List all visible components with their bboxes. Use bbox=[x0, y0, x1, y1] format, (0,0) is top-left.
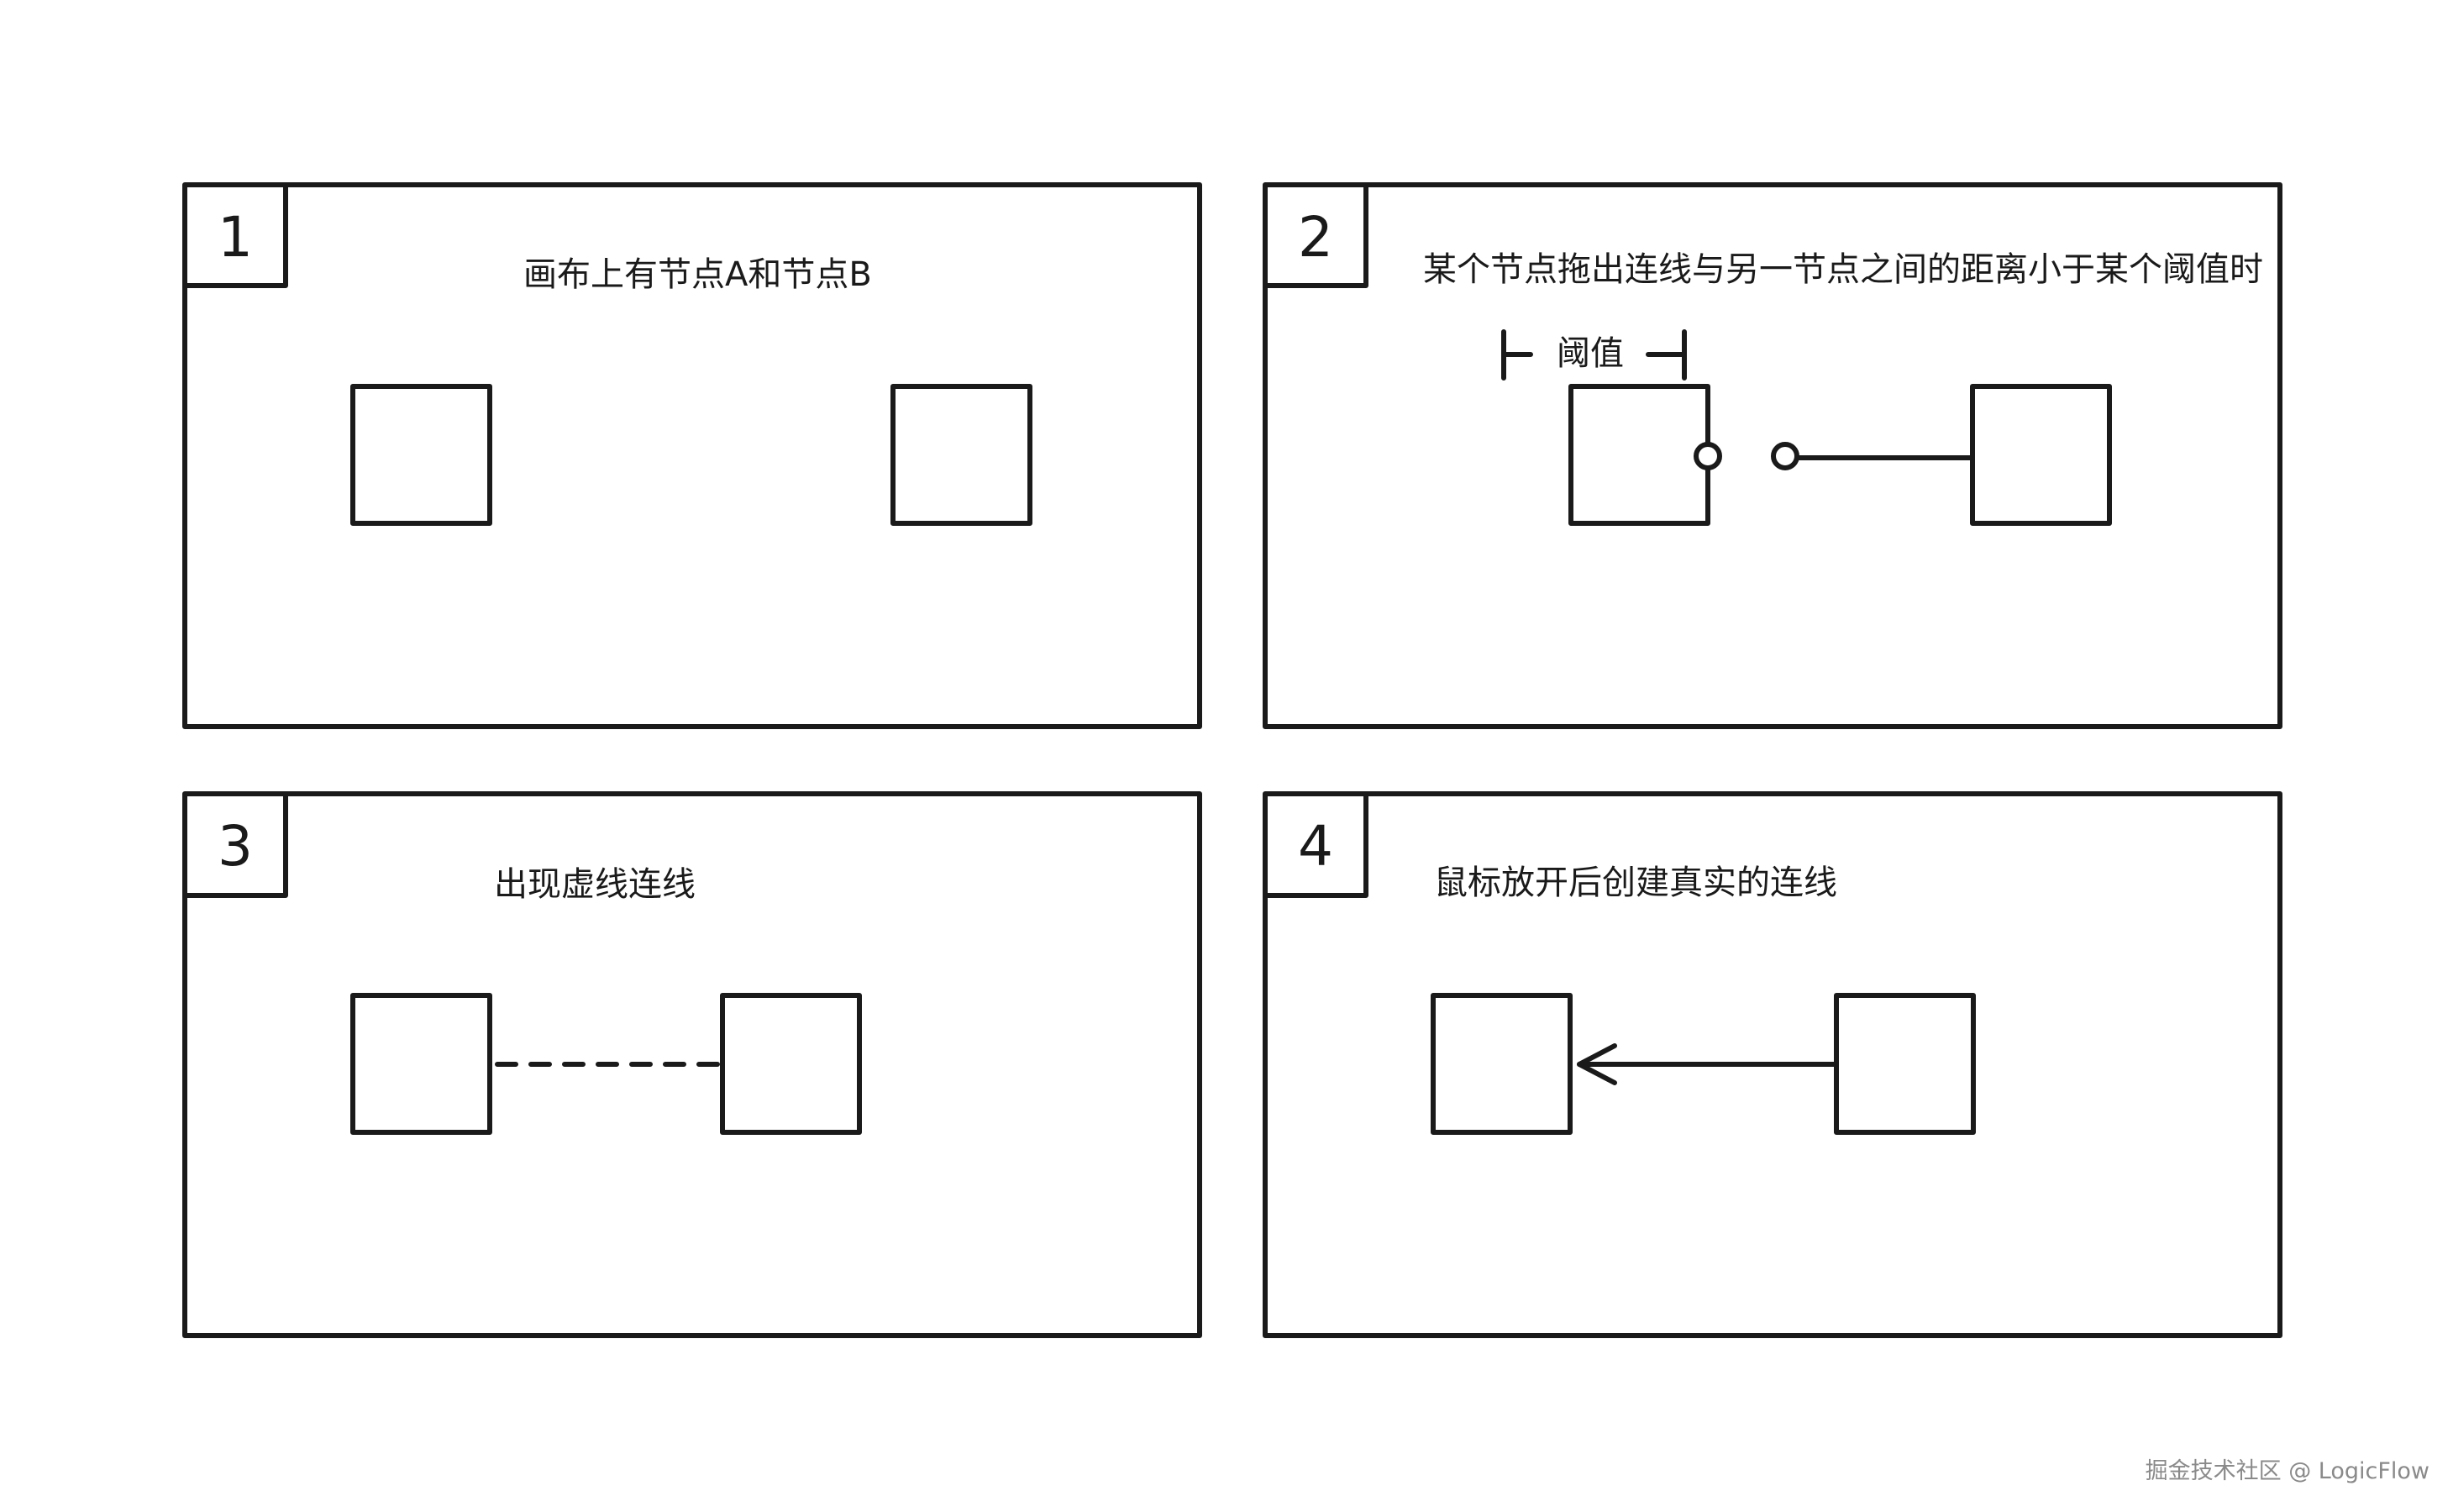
threshold-label: 阈值 bbox=[1557, 334, 1624, 373]
panel-2-frame bbox=[1263, 182, 2282, 729]
node-a bbox=[1431, 993, 1573, 1135]
watermark: 掘金技术社区 @ LogicFlow bbox=[2146, 1458, 2429, 1484]
node-a bbox=[350, 993, 492, 1135]
panel-4-frame bbox=[1263, 791, 2282, 1338]
node-b bbox=[890, 384, 1032, 526]
node-b bbox=[720, 993, 862, 1135]
node-a bbox=[350, 384, 492, 526]
panel-4-caption: 鼠标放开后创建真实的连线 bbox=[1434, 864, 1837, 902]
panel-1-number-box bbox=[182, 182, 288, 288]
panel-3: 3 出现虚线连线 bbox=[182, 791, 1202, 1338]
panel-4-number-box bbox=[1263, 791, 1368, 898]
panel-1: 1 画布上有节点A和节点B bbox=[182, 182, 1202, 729]
edge-drag-end-point bbox=[1771, 442, 1799, 470]
panel-3-number: 3 bbox=[218, 814, 253, 879]
panel-1-number: 1 bbox=[218, 205, 253, 270]
threshold-bracket-right bbox=[1646, 329, 1687, 381]
panel-1-frame bbox=[182, 182, 1202, 729]
panel-4-number: 4 bbox=[1298, 814, 1333, 879]
panel-1-caption: 画布上有节点A和节点B bbox=[523, 255, 872, 294]
panel-3-caption: 出现虚线连线 bbox=[494, 865, 696, 904]
node-b bbox=[1834, 993, 1976, 1135]
source-node bbox=[1568, 384, 1710, 526]
panel-2: 2 某个节点拖出连线与另一节点之间的距离小于某个阈值时 阈值 bbox=[1263, 182, 2282, 729]
threshold-bracket-left bbox=[1501, 329, 1533, 381]
arrow-head-icon bbox=[1577, 1043, 1617, 1085]
threshold-bracket: 阈值 bbox=[1501, 329, 1687, 381]
panel-2-number: 2 bbox=[1298, 205, 1333, 270]
target-node bbox=[1970, 384, 2112, 526]
panel-3-number-box bbox=[182, 791, 288, 898]
panel-2-caption: 某个节点拖出连线与另一节点之间的距离小于某个阈值时 bbox=[1423, 250, 2263, 289]
panel-3-frame bbox=[182, 791, 1202, 1338]
source-anchor-point bbox=[1694, 442, 1722, 470]
panel-4: 4 鼠标放开后创建真实的连线 bbox=[1263, 791, 2282, 1338]
panel-2-number-box bbox=[1263, 182, 1368, 288]
